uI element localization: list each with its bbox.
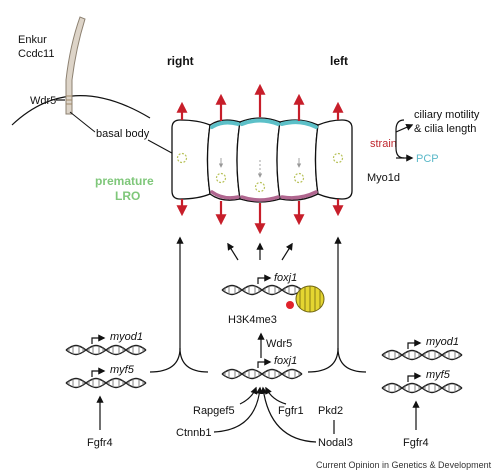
enkur-label: Enkur: [18, 34, 47, 46]
nodal3-label: Nodal3: [318, 437, 353, 449]
left-myf5-label: myf5: [110, 364, 135, 376]
basal-body-pointer-top: [69, 111, 96, 133]
left-branch-arrow-inner: [337, 347, 367, 373]
ciliary-motility-label: ciliary motility: [414, 109, 480, 121]
gene-promoter-arrow-icon: [258, 362, 270, 368]
basal-body-label: basal body: [96, 128, 150, 140]
premature-lro-label-2: LRO: [115, 189, 140, 203]
dna-helix-icon: [381, 382, 463, 394]
ctnnb1-arrow: [213, 386, 264, 433]
gene-promoter-arrow-icon: [258, 278, 270, 284]
rapgef5-arrow: [239, 386, 258, 405]
cilium-bands-icon: [66, 95, 72, 105]
rapgef5-label: Rapgef5: [193, 405, 235, 417]
cilium-inset: Enkur Ccdc11 Wdr5 basal body: [11, 16, 182, 159]
gene-promoter-arrow-icon: [92, 338, 104, 344]
wdr5-mid-label: Wdr5: [266, 338, 292, 350]
wdr5-cilium-label: Wdr5: [30, 95, 56, 107]
left-myogenic-genes: myod1 myf5: [65, 331, 147, 389]
ccdc11-label: Ccdc11: [18, 48, 54, 60]
gene-promoter-arrow-icon: [408, 343, 420, 349]
foxj1-output-arrows: [227, 242, 293, 261]
right-myod1-label: myod1: [426, 336, 459, 348]
dna-helix-icon: [221, 284, 303, 296]
fgfr1-arrow: [265, 386, 287, 405]
dna-helix-icon: [221, 368, 303, 380]
cilium-icon: [65, 16, 86, 115]
right-side-label: right: [167, 54, 194, 68]
dna-helix-icon: [65, 344, 147, 356]
right-myogenic-genes: myod1 myf5: [381, 336, 463, 394]
apical-caps: [210, 118, 318, 129]
cell-3: [236, 117, 281, 203]
nucleosome-icon: [295, 285, 325, 313]
right-branch-arrow: [149, 236, 184, 373]
strain-brace: [395, 119, 405, 159]
gene-promoter-arrow-icon: [408, 376, 420, 382]
methyl-mark-icon: [286, 301, 294, 309]
basal-caps: [210, 190, 318, 202]
lower-foxj1-gene: foxj1: [221, 355, 303, 380]
pcp-label: PCP: [416, 153, 439, 165]
dna-helix-icon: [65, 377, 147, 389]
cell-2: [206, 119, 241, 201]
ctnnb1-label: Ctnnb1: [176, 427, 211, 439]
strain-label: strain: [370, 138, 397, 150]
right-myf5-label: myf5: [426, 369, 451, 381]
cell-4: [276, 119, 319, 201]
fgfr1-label: Fgfr1: [278, 405, 304, 417]
cilia-length-label: & cilia length: [414, 123, 476, 135]
premature-lro-label-1: premature: [95, 174, 154, 188]
strain-arrows: [176, 83, 344, 235]
pkd2-label: Pkd2: [318, 405, 343, 417]
basal-body-drift-arrows: [218, 158, 302, 178]
upper-foxj1-label: foxj1: [274, 272, 297, 284]
myo1d-label: Myo1d: [367, 172, 400, 184]
left-fgfr4-label: Fgfr4: [87, 437, 113, 449]
gene-promoter-arrow-icon: [92, 371, 104, 377]
source-footer: Current Opinion in Genetics & Developmen…: [316, 460, 492, 470]
left-myod1-label: myod1: [110, 331, 143, 343]
to-ciliary-arrow: [395, 124, 414, 133]
basal-body-dots: [176, 152, 344, 193]
lro-cell-row: [171, 117, 353, 203]
right-branch-arrow-inner: [179, 347, 209, 373]
h3k4me3-label: H3K4me3: [228, 314, 277, 326]
cell-membrane-arc: [11, 95, 151, 126]
dna-helix-icon: [381, 349, 463, 361]
right-fgfr4-label: Fgfr4: [403, 437, 429, 449]
left-side-label: left: [330, 54, 348, 68]
nodal3-arrow: [260, 386, 317, 443]
upper-foxj1-gene: foxj1 H3K4me3: [221, 272, 325, 326]
lower-foxj1-label: foxj1: [274, 355, 297, 367]
